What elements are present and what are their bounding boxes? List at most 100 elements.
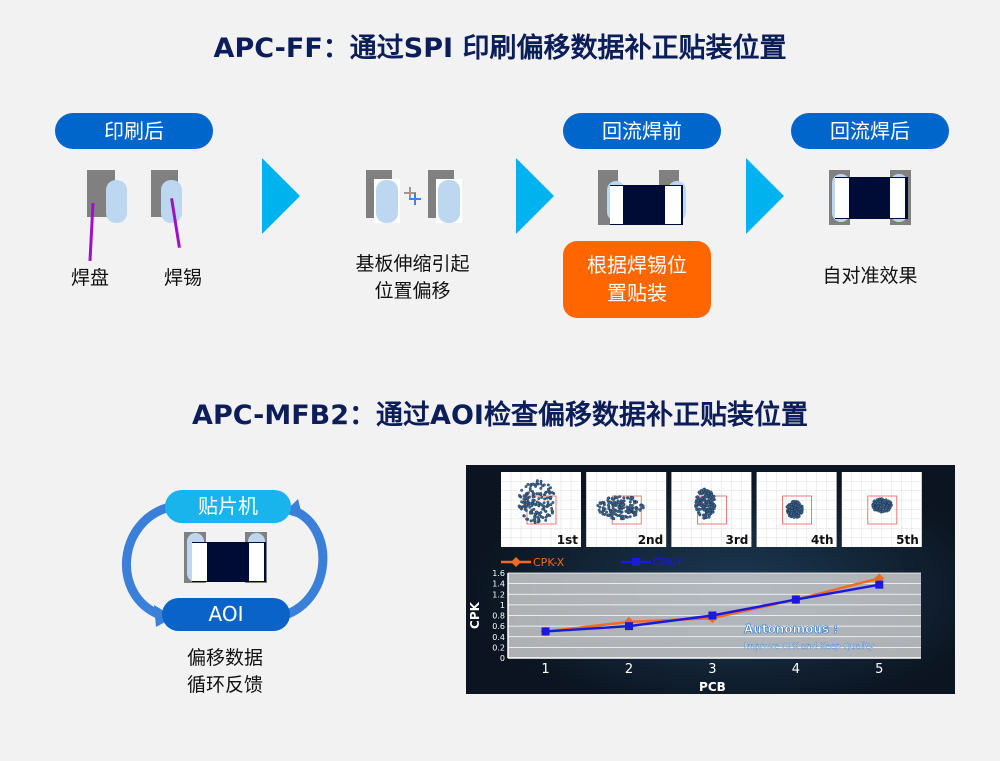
scatter-point [549, 496, 553, 499]
place-by-solder-text-1: 根据焊锡位 [587, 253, 687, 277]
scatter-point [551, 501, 555, 504]
scatter-point [798, 504, 802, 508]
scatter-point [635, 507, 639, 511]
scatter-point [694, 503, 698, 507]
scatter-point [710, 506, 714, 510]
scatter-point [887, 501, 891, 505]
scatter-point [707, 500, 710, 504]
pad-label: 焊盘 [70, 267, 109, 289]
scatter-point [617, 505, 621, 509]
scatter-label: 2nd [638, 533, 663, 547]
x-axis-label: PCB [699, 680, 726, 694]
scatter-point [790, 511, 794, 514]
scatter-point [702, 505, 705, 509]
place-by-solder-text-2: 置贴装 [607, 281, 667, 305]
scatter-point [528, 488, 532, 492]
scatter-point [601, 512, 605, 516]
scatter-point [612, 502, 616, 506]
substrate-shift-text-1: 基板伸缩引起 [355, 253, 470, 275]
scatter-point [882, 503, 886, 507]
scatter-point [635, 500, 639, 504]
step-after-reflow-label: 回流焊后 [791, 113, 949, 149]
scatter-point [526, 491, 530, 495]
scatter-point [539, 479, 543, 483]
scatter-point [532, 483, 536, 487]
scatter-point [880, 497, 884, 501]
scatter-thumbnail-4: 4th [756, 472, 837, 547]
y-tick-label: 1.4 [492, 580, 505, 589]
scatter-point [520, 500, 524, 504]
scatter-point [630, 504, 634, 507]
scatter-point [713, 503, 717, 507]
loop-text-1: 偏移数据 [186, 647, 263, 669]
scatter-point [534, 484, 538, 488]
step-after-printing-label: 印刷后 [55, 113, 213, 149]
scatter-point [602, 503, 606, 507]
scatter-point [529, 519, 533, 523]
substrate-shift-text-2: 位置偏移 [374, 280, 451, 302]
cpk-y-point [708, 611, 717, 620]
scatter-point [520, 488, 524, 492]
scatter-point [539, 482, 543, 486]
y-tick-label: 1 [500, 601, 505, 610]
scatter-point [542, 501, 546, 505]
scatter-point [615, 502, 619, 506]
scatter-point [792, 513, 796, 517]
scatter-point [598, 505, 602, 509]
legend-marker [632, 558, 640, 566]
scatter-point [703, 502, 706, 506]
scatter-point [876, 504, 880, 508]
scatter-point [526, 482, 530, 486]
scatter-point [550, 509, 554, 513]
scatter-point [621, 514, 625, 518]
scatter-point [873, 499, 877, 503]
scatter-point [550, 491, 554, 495]
tolerance-box [867, 495, 898, 525]
scatter-point [607, 513, 611, 517]
legend-label: CPK-Y [653, 556, 683, 569]
scatter-point [881, 510, 885, 514]
x-tick-label: 1 [541, 662, 549, 677]
scatter-point [707, 497, 711, 501]
scatter-point [532, 507, 536, 511]
scatter-point [541, 484, 545, 488]
scatter-point [711, 496, 715, 500]
y-tick-label: 1.2 [492, 590, 505, 599]
scatter-point [518, 494, 521, 497]
scatter-point [788, 508, 792, 512]
scatter-point [705, 504, 709, 508]
scatter-point [696, 495, 700, 499]
scatter-point [522, 494, 526, 498]
scatter-point [796, 500, 800, 504]
y-tick-label: 0.8 [492, 612, 505, 621]
scatter-point [545, 496, 549, 500]
scatter-point [533, 502, 536, 506]
scatter-point [527, 495, 531, 499]
scatter-point [539, 492, 543, 495]
scatter-point [543, 497, 547, 501]
scatter-point [545, 513, 549, 517]
scatter-point [700, 490, 704, 494]
scatter-point [621, 517, 625, 521]
scatter-point [615, 496, 619, 500]
arrow-right-icon [746, 158, 784, 234]
feedback-loop-arrows-icon [122, 499, 328, 627]
scatter-point [539, 486, 543, 490]
scatter-point [533, 512, 537, 516]
scatter-point [541, 507, 545, 511]
x-tick-label: 3 [708, 662, 716, 677]
scatter-point [884, 507, 888, 511]
scatter-point [619, 499, 623, 503]
scatter-point [598, 510, 602, 514]
scatter-point [703, 497, 707, 501]
scatter-point [533, 516, 537, 520]
legend-marker [511, 557, 521, 567]
scatter-point [611, 497, 615, 501]
y-tick-label: 1.6 [492, 569, 505, 578]
scatter-point [541, 504, 545, 508]
scatter-point [709, 490, 713, 494]
scatter-point [519, 506, 523, 510]
scatter-point [622, 496, 626, 500]
